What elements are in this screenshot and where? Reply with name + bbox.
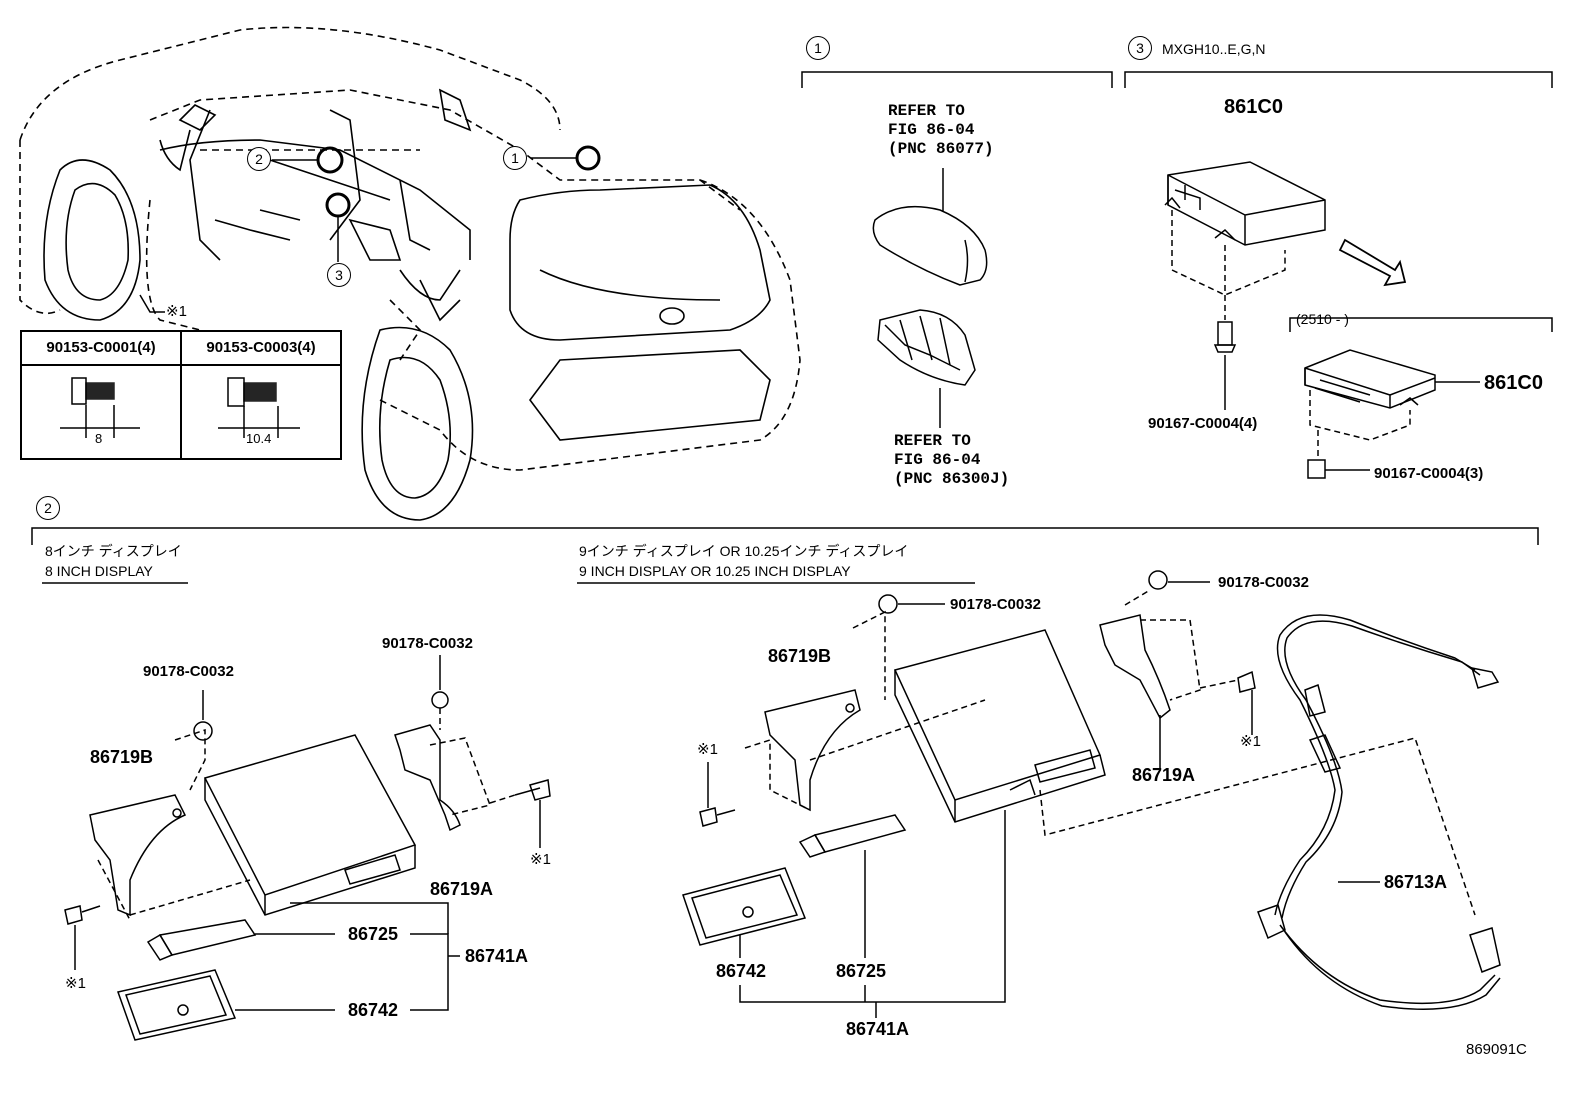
bolt-spec-col-2: 90153-C0003(4) <box>182 332 340 458</box>
section-3-model: MXGH10..E,G,N <box>1162 41 1266 57</box>
8inch-part-86725: 86725 <box>348 924 399 944</box>
callout-2-car: 2 <box>247 147 271 171</box>
arrow-indicator <box>1338 238 1407 287</box>
8inch-title-jp: 8インチ ディスプレイ <box>45 543 182 559</box>
callout-3-car: 3 <box>327 263 351 287</box>
bolt-spec-header-2: 90153-C0003(4) <box>182 332 340 366</box>
8inch-bracket-left: 86719B <box>90 747 154 767</box>
9inch-nut-center: 90178-C0032 <box>950 596 1041 613</box>
9inch-title-en: 9 INCH DISPLAY OR 10.25 INCH DISPLAY <box>579 563 851 579</box>
callout-1-car: 1 <box>503 146 527 170</box>
bolt-spec-header-1: 90153-C0001(4) <box>22 332 180 366</box>
antenna-base <box>877 309 976 428</box>
refer-text-antenna: REFER TO FIG 86-04 (PNC 86077) <box>888 102 994 159</box>
9inch-part-86725: 86725 <box>836 961 887 981</box>
9inch-assembly <box>682 570 1501 1018</box>
figure-code: 869091C <box>1466 1041 1527 1058</box>
bolt-dim-1: 8 <box>95 431 103 446</box>
bolt-dim-2: 10.4 <box>246 431 272 446</box>
date-range-bracket <box>1289 317 1553 332</box>
9inch-title-jp: 9インチ ディスプレイ OR 10.25インチ ディスプレイ <box>579 543 909 559</box>
dcm-module-bottom <box>1304 349 1480 479</box>
part-861c0-bottom: 861C0 <box>1484 372 1543 394</box>
bolt-label-top: 90167-C0004(4) <box>1148 415 1258 432</box>
8inch-note-left: ※1 <box>65 975 86 992</box>
9inch-nut-right: 90178-C0032 <box>1218 574 1309 591</box>
vehicle-illustration <box>19 26 801 521</box>
8inch-bracket-right: 86719A <box>430 879 494 899</box>
bolt-drawing-1 <box>60 377 140 438</box>
bolt-label-bottom: 90167-C0004(3) <box>1374 465 1484 482</box>
bolt-spec-col-1: 90153-C0001(4) <box>22 332 182 458</box>
section-1-number: 1 <box>806 36 830 60</box>
8inch-assembly <box>64 655 551 1041</box>
9inch-bracket-left: 86719B <box>768 646 832 666</box>
9inch-cable-86713a: 86713A <box>1384 872 1448 892</box>
8inch-part-86741a: 86741A <box>465 946 529 966</box>
part-861c0-top: 861C0 <box>1224 96 1283 118</box>
shark-fin-antenna <box>872 168 988 286</box>
9inch-part-86742: 86742 <box>716 961 767 981</box>
8inch-note-right: ※1 <box>530 851 551 868</box>
8inch-title-en: 8 INCH DISPLAY <box>45 563 153 579</box>
dcm-module-top <box>1164 161 1326 410</box>
9inch-part-86741a: 86741A <box>846 1019 910 1039</box>
9inch-note-left: ※1 <box>697 741 718 758</box>
section-2-bracket <box>31 527 1539 545</box>
8inch-nut-left: 90178-C0032 <box>143 663 234 680</box>
section-3-bracket <box>1124 71 1553 88</box>
9inch-note-right: ※1 <box>1240 733 1261 750</box>
note-mark-car: ※1 <box>166 303 187 320</box>
9inch-bracket-right: 86719A <box>1132 765 1196 785</box>
section-2-number: 2 <box>36 496 60 520</box>
8inch-nut-right: 90178-C0032 <box>382 635 473 652</box>
bolt-drawing-2 <box>218 377 300 438</box>
date-range-label: (2510 - ) <box>1296 311 1349 327</box>
section-3-number: 3 <box>1128 36 1152 60</box>
8inch-part-86742: 86742 <box>348 1000 399 1020</box>
refer-text-antenna-base: REFER TO FIG 86-04 (PNC 86300J) <box>894 432 1010 489</box>
section-1-bracket <box>801 71 1113 88</box>
bolt-spec-table: 90153-C0001(4) 90153-C0003(4) <box>20 330 342 460</box>
